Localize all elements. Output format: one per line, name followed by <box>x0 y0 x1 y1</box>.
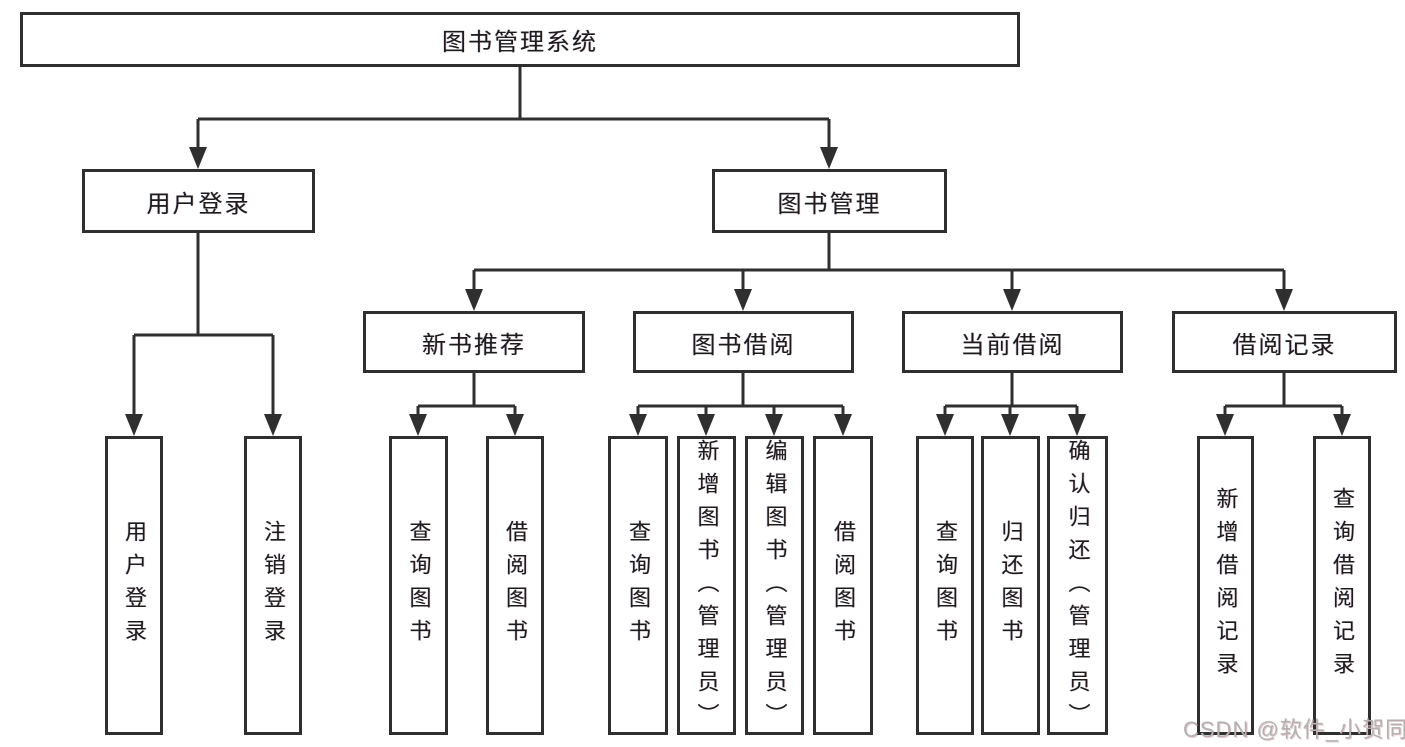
node-new-book-recommend: 新书推荐 <box>363 311 585 373</box>
leaf-query-borrow-record: 查询借阅记录 <box>1313 436 1371 735</box>
node-library-system: 图书管理系统 <box>20 12 1020 67</box>
leaf-query-books-2: 查询图书 <box>608 436 668 735</box>
leaf-borrow-books-1: 借阅图书 <box>486 436 544 735</box>
leaf-logout-label: 注销登录 <box>261 519 286 652</box>
leaf-add-books-admin: 新增图书（管理员） <box>677 436 736 736</box>
leaf-query-borrow-record-label: 查询借阅记录 <box>1330 486 1355 685</box>
leaf-confirm-return-admin: 确认归还（管理员） <box>1047 436 1108 736</box>
leaf-query-books-1: 查询图书 <box>389 436 448 735</box>
leaf-logout: 注销登录 <box>244 436 302 735</box>
node-book-management: 图书管理 <box>712 169 947 233</box>
leaf-query-books-2-label: 查询图书 <box>626 519 651 652</box>
leaf-confirm-return-admin-label: 确认归还（管理员） <box>1065 439 1091 736</box>
leaf-query-books-3-label: 查询图书 <box>933 519 958 652</box>
leaf-query-books-1-label: 查询图书 <box>406 519 432 652</box>
watermark: CSDN @软件_小贺同学 <box>1183 717 1405 742</box>
leaf-add-borrow-record: 新增借阅记录 <box>1197 436 1254 735</box>
leaf-user-login-label: 用户登录 <box>122 519 147 652</box>
leaf-return-books-label: 归还图书 <box>998 519 1024 652</box>
node-user-login: 用户登录 <box>82 169 315 233</box>
leaf-edit-books-admin: 编辑图书（管理员） <box>745 436 804 736</box>
leaf-return-books: 归还图书 <box>981 436 1040 735</box>
leaf-add-books-admin-label: 新增图书（管理员） <box>694 439 720 736</box>
leaf-edit-books-admin-label: 编辑图书（管理员） <box>762 439 788 736</box>
leaf-borrow-books-2-label: 借阅图书 <box>831 519 856 652</box>
leaf-borrow-books-2: 借阅图书 <box>813 436 873 735</box>
leaf-add-borrow-record-label: 新增借阅记录 <box>1213 486 1239 685</box>
node-current-borrow: 当前借阅 <box>902 311 1123 373</box>
leaf-user-login: 用户登录 <box>105 436 163 735</box>
leaf-borrow-books-1-label: 借阅图书 <box>503 519 528 652</box>
node-borrow-records: 借阅记录 <box>1172 311 1397 373</box>
node-book-borrow: 图书借阅 <box>633 311 854 373</box>
leaf-query-books-3: 查询图书 <box>916 436 974 735</box>
